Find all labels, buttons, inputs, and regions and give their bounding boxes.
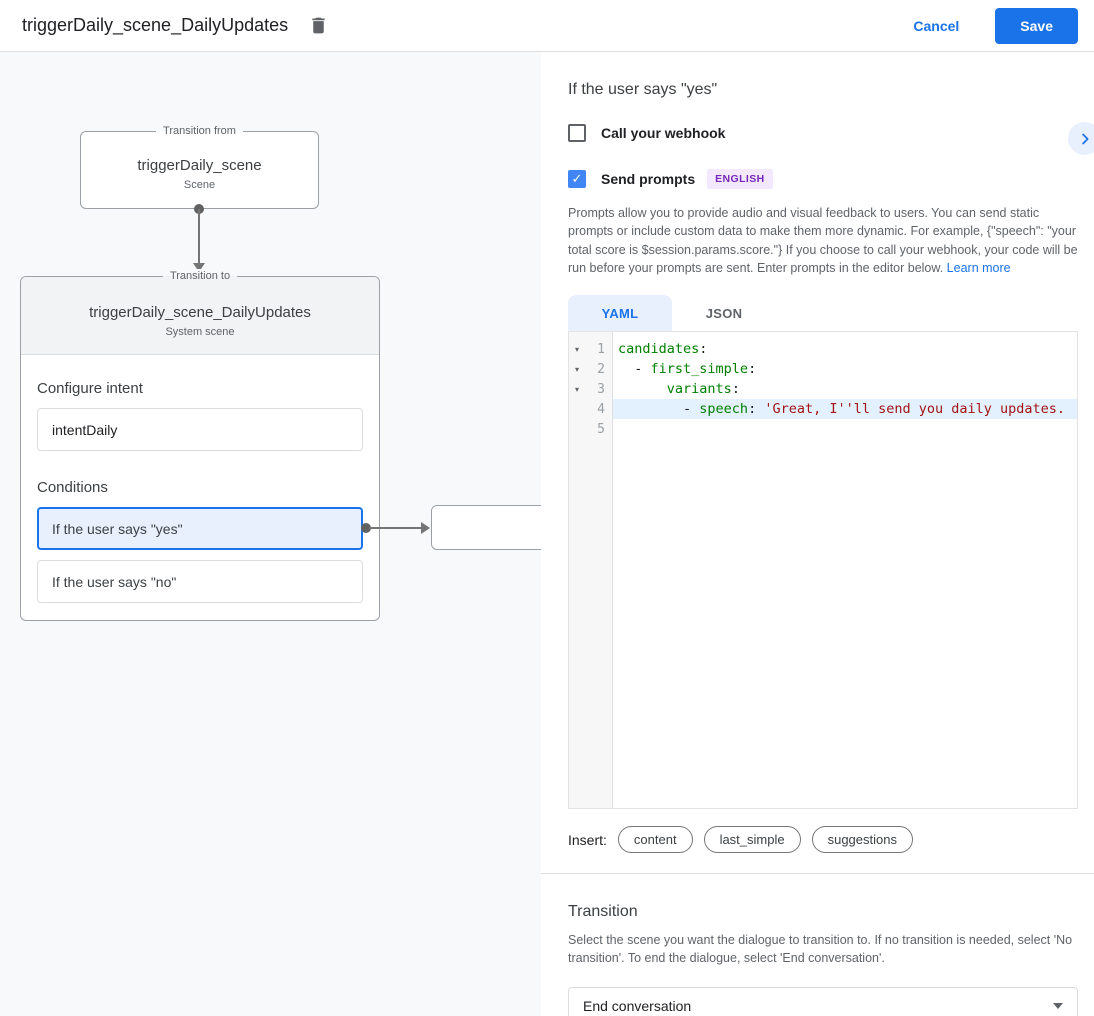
scene-to-name: triggerDaily_scene_DailyUpdates [89,303,311,321]
transition-from-label: Transition from [156,124,243,138]
language-badge: ENGLISH [707,169,773,189]
page-title: triggerDaily_scene_DailyUpdates [22,15,289,35]
webhook-checkbox[interactable] [568,124,586,142]
webhook-label: Call your webhook [601,125,726,141]
scene-from-name: triggerDaily_scene [137,157,262,174]
line-number: 1 [597,341,605,357]
editor-format-tabs: YAML JSON [568,295,1078,331]
insert-label: Insert: [568,831,607,848]
connector-line-vertical [198,209,200,264]
connector-line-horizontal [369,527,422,529]
section-divider [541,873,1094,874]
tab-json[interactable]: JSON [705,305,743,321]
code-line[interactable] [613,419,1077,439]
code-line[interactable]: variants: [666,381,740,397]
transition-target-node[interactable] [431,505,541,550]
insert-chip-suggestions[interactable]: suggestions [811,826,913,853]
line-number: 3 [597,381,605,397]
dropdown-caret-icon [1053,1002,1063,1009]
collapse-panel-button[interactable] [1068,122,1094,155]
code-line[interactable]: candidates: [618,341,708,357]
line-number: 4 [597,401,605,417]
intent-field[interactable]: intentDaily [37,408,363,451]
conditions-label: Conditions [37,479,108,496]
transition-selected-value: End conversation [583,997,692,1014]
editor-code[interactable]: candidates: - first_simple: variants: - … [613,332,1077,808]
connector-arrowhead-down [193,263,205,272]
insert-chip-last_simple[interactable]: last_simple [703,826,801,853]
top-bar: triggerDaily_scene_DailyUpdates Cancel S… [0,0,1094,52]
send-prompts-checkbox[interactable]: ✓ [568,170,586,188]
learn-more-link[interactable]: Learn more [946,260,1011,275]
check-icon: ✓ [571,171,583,187]
fold-icon[interactable]: ▾ [574,384,579,394]
editor-gutter: ▾ 1 ▾ 2 ▾ 3 4 5 [569,332,613,808]
trash-icon [312,17,325,34]
send-prompts-label: Send prompts [601,171,696,187]
chevron-right-icon [1081,133,1089,144]
condition-detail-panel: If the user says "yes" Call your webhook… [541,52,1094,1016]
insert-chips: content last_simple suggestions [617,826,913,853]
panel-title: If the user says "yes" [568,81,718,98]
save-button[interactable]: Save [995,7,1078,44]
condition-item-no[interactable]: If the user says "no" [37,560,363,603]
configure-intent-label: Configure intent [37,380,143,397]
code-line[interactable]: - first_simple: [618,361,757,377]
fold-icon[interactable]: ▾ [574,344,579,354]
scene-to-header: triggerDaily_scene_DailyUpdates System s… [21,277,379,355]
scene-diagram-canvas[interactable]: Transition from triggerDaily_scene Scene… [0,52,541,1016]
send-prompts-row: ✓ Send prompts ENGLISH [568,169,1078,189]
fold-icon[interactable]: ▾ [574,364,579,374]
scene-node-from[interactable]: Transition from triggerDaily_scene Scene [80,124,319,209]
prompts-description: Prompts allow you to provide audio and v… [568,204,1078,277]
prompts-description-text: Prompts allow you to provide audio and v… [568,206,1078,275]
connector-arrowhead-right [421,522,430,534]
scene-node-to[interactable]: Transition to triggerDaily_scene_DailyUp… [20,269,380,621]
insert-row: Insert: content last_simple suggestions [568,826,1078,853]
connector-dot [361,523,371,533]
delete-scene-button[interactable] [304,11,333,40]
prompt-code-editor[interactable]: ▾ 1 ▾ 2 ▾ 3 4 5 candidates: - first_simple: var… [568,331,1078,809]
condition-item-yes[interactable]: If the user says "yes" [37,507,363,550]
scene-from-type: Scene [183,179,216,191]
transition-title: Transition [568,903,638,920]
tab-yaml[interactable]: YAML [568,295,672,331]
code-line[interactable]: - speech: 'Great, I''ll send you daily u… [613,399,1077,419]
insert-chip-content[interactable]: content [617,826,693,853]
line-number: 2 [597,361,605,377]
transition-to-label: Transition to [162,269,238,283]
transition-description: Select the scene you want the dialogue t… [568,933,1073,966]
webhook-row: Call your webhook [568,124,1078,142]
scene-to-type: System scene [165,325,235,338]
transition-select[interactable]: End conversation [568,986,1078,1016]
cancel-button[interactable]: Cancel [907,17,965,35]
line-number: 5 [597,421,605,437]
